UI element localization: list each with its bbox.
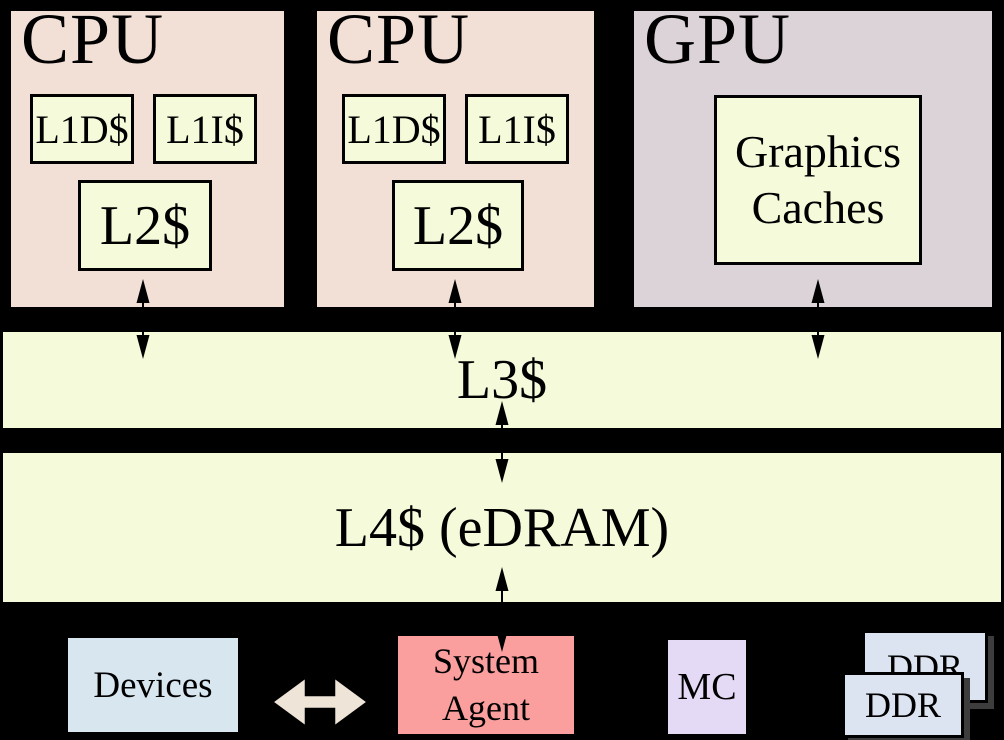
mc-box: MC (665, 637, 749, 737)
cpu1-l1i-cache-box: L1I$ (153, 94, 257, 164)
cpu2-l2-label: L2$ (412, 194, 504, 257)
graphics-caches-label: Graphics Caches (734, 125, 902, 233)
cpu1-l1i-label: L1I$ (166, 106, 244, 152)
l3-cache-bar: L3$ (0, 329, 1004, 431)
cpu1-l2-cache-box: L2$ (78, 180, 212, 271)
devices-label: Devices (93, 664, 213, 706)
cpu1-l1d-label: L1D$ (35, 106, 129, 152)
l4-label: L4$ (eDRAM) (334, 496, 670, 559)
cpu1-l2-label: L2$ (99, 194, 191, 257)
graphics-caches-box: Graphics Caches (714, 95, 922, 265)
ddr-box-front: DDR (842, 672, 964, 738)
system-agent-label: System Agent (432, 641, 539, 728)
devices-box: Devices (65, 635, 241, 735)
cpu2-l2-cache-box: L2$ (392, 180, 524, 271)
cpu2-l1i-cache-box: L1I$ (465, 94, 569, 164)
cpu-block-1: CPU L1D$ L1I$ L2$ (7, 3, 288, 311)
gpu-title: GPU (644, 0, 792, 79)
cpu2-l1d-label: L1D$ (347, 106, 441, 152)
l4-cache-bar: L4$ (eDRAM) (0, 450, 1004, 605)
cpu-block-2: CPU L1D$ L1I$ L2$ (313, 3, 598, 311)
devices-system-agent-arrow-icon (269, 674, 371, 730)
cpu2-l1i-label: L1I$ (478, 106, 556, 152)
mc-label: MC (677, 666, 737, 708)
l3-label: L3$ (456, 349, 548, 411)
cpu2-l1d-cache-box: L1D$ (342, 94, 446, 164)
cpu2-title: CPU (327, 0, 471, 79)
ddr-front-label: DDR (864, 685, 941, 725)
cpu1-title: CPU (21, 0, 165, 79)
system-agent-box: System Agent (395, 633, 577, 737)
gpu-block: GPU Graphics Caches (630, 3, 996, 311)
cpu1-l1d-cache-box: L1D$ (30, 94, 134, 164)
